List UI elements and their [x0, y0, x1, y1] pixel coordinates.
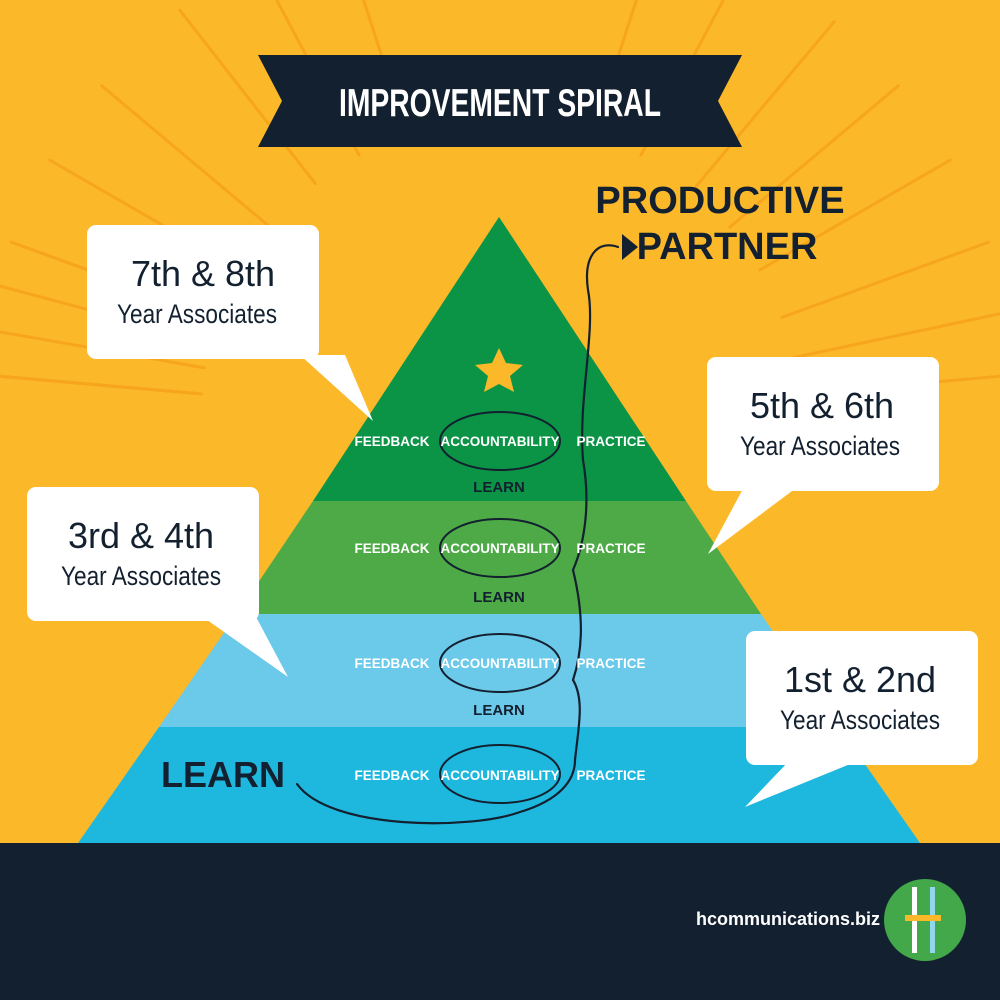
pyramid-tier-bottom [78, 727, 920, 843]
start-learn-label: LEARN [161, 754, 285, 795]
bubble-box [27, 487, 259, 621]
bubble-line1: 7th & 8th [131, 253, 275, 294]
loop-ellipse [439, 744, 561, 804]
star-icon [475, 348, 523, 392]
h-logo-icon [884, 879, 966, 961]
tier-practice-label: PRACTICE [576, 434, 645, 449]
tier-practice-label: PRACTICE [576, 656, 645, 671]
bubble-tail [200, 615, 288, 677]
bubble-tail [300, 355, 373, 421]
tier-bottom-labels: FEEDBACK ACCOUNTABILITY PRACTICE [354, 768, 645, 783]
footer-bar [0, 843, 1000, 1000]
tier-accountability-label: ACCOUNTABILITY [441, 541, 560, 556]
tier-learn-label: LEARN [473, 589, 525, 606]
pyramid-tier-second [237, 501, 761, 614]
bubble-line2: Year Associates [61, 561, 221, 591]
bubble-5th-6th: 5th & 6th Year Associates [707, 357, 939, 554]
sunburst-ray [780, 240, 991, 319]
loop-ellipse [439, 518, 561, 578]
banner-title: IMPROVEMENT SPIRAL [339, 82, 661, 125]
bubble-line2: Year Associates [117, 299, 277, 329]
bubble-box [746, 631, 978, 765]
bubble-box [87, 225, 319, 359]
bubble-line2: Year Associates [740, 431, 900, 461]
bubble-box [707, 357, 939, 491]
tier-accountability-label: ACCOUNTABILITY [441, 768, 560, 783]
tier-practice-label: PRACTICE [576, 541, 645, 556]
bubble-3rd-4th: 3rd & 4th Year Associates [27, 487, 288, 677]
spiral-rise-2 [571, 568, 582, 682]
bubble-1st-2nd: 1st & 2nd Year Associates [745, 631, 978, 807]
tier-learn-label: LEARN [473, 479, 525, 496]
spiral-rise-3 [571, 458, 588, 572]
loop-ellipse [439, 411, 561, 471]
sunburst-ray [100, 84, 272, 229]
sunburst-ray [0, 374, 203, 396]
footer: hcommunications.biz [0, 843, 1000, 1000]
sunburst-ray [758, 158, 952, 272]
tier-accountability-label: ACCOUNTABILITY [441, 656, 560, 671]
sunburst-ray [728, 84, 900, 229]
pyramid [78, 217, 920, 843]
tier-second-labels: FEEDBACK ACCOUNTABILITY PRACTICE LEARN [354, 541, 645, 606]
loop-ellipse [439, 633, 561, 693]
bubble-line1: 5th & 6th [750, 385, 894, 426]
tier-accountability-label: ACCOUNTABILITY [441, 434, 560, 449]
bubble-line1: 1st & 2nd [784, 659, 936, 700]
tier-learn-label: LEARN [473, 702, 525, 719]
goal-line2: PARTNER [637, 226, 818, 268]
website-link[interactable]: hcommunications.biz [696, 909, 880, 929]
arrow-right-icon [622, 234, 638, 260]
bubble-tail [745, 760, 860, 807]
tier-feedback-label: FEEDBACK [354, 768, 429, 783]
spiral-path [295, 244, 620, 825]
bubble-tail [708, 485, 800, 554]
tier-top-labels: FEEDBACK ACCOUNTABILITY PRACTICE LEARN [354, 434, 645, 496]
bubble-line2: Year Associates [780, 705, 940, 735]
sunburst-ray [178, 8, 317, 186]
tier-feedback-label: FEEDBACK [354, 541, 429, 556]
spiral-rise-1 [571, 678, 581, 762]
tier-feedback-label: FEEDBACK [354, 656, 429, 671]
sunburst-ray [791, 312, 1000, 360]
tier-feedback-label: FEEDBACK [354, 434, 429, 449]
spiral-rise-4 [581, 244, 620, 462]
spiral-loops [439, 411, 561, 804]
title-banner: IMPROVEMENT SPIRAL [258, 55, 742, 147]
sunburst-ray [691, 20, 836, 192]
bubble-line1: 3rd & 4th [68, 515, 214, 556]
sunburst-rays [0, 0, 1000, 396]
tier-third-labels: FEEDBACK ACCOUNTABILITY PRACTICE LEARN [354, 656, 645, 719]
banner-ribbon [258, 55, 742, 147]
goal-line1: PRODUCTIVE [595, 180, 844, 222]
bubble-7th-8th: 7th & 8th Year Associates [87, 225, 373, 421]
spiral-start-curve [295, 758, 577, 825]
pyramid-tier-third [159, 614, 839, 727]
tier-practice-label: PRACTICE [576, 768, 645, 783]
